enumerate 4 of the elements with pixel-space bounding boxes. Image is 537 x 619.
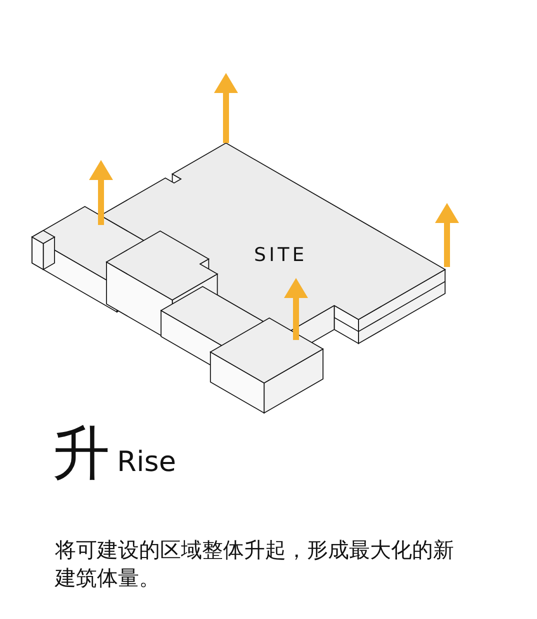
title: 升 [52, 418, 110, 488]
site-label: SITE [254, 244, 308, 266]
subtitle: Rise [117, 445, 176, 479]
caption-text: 将可建设的区域整体升起，形成最大化的新建筑体量。 [55, 537, 455, 592]
